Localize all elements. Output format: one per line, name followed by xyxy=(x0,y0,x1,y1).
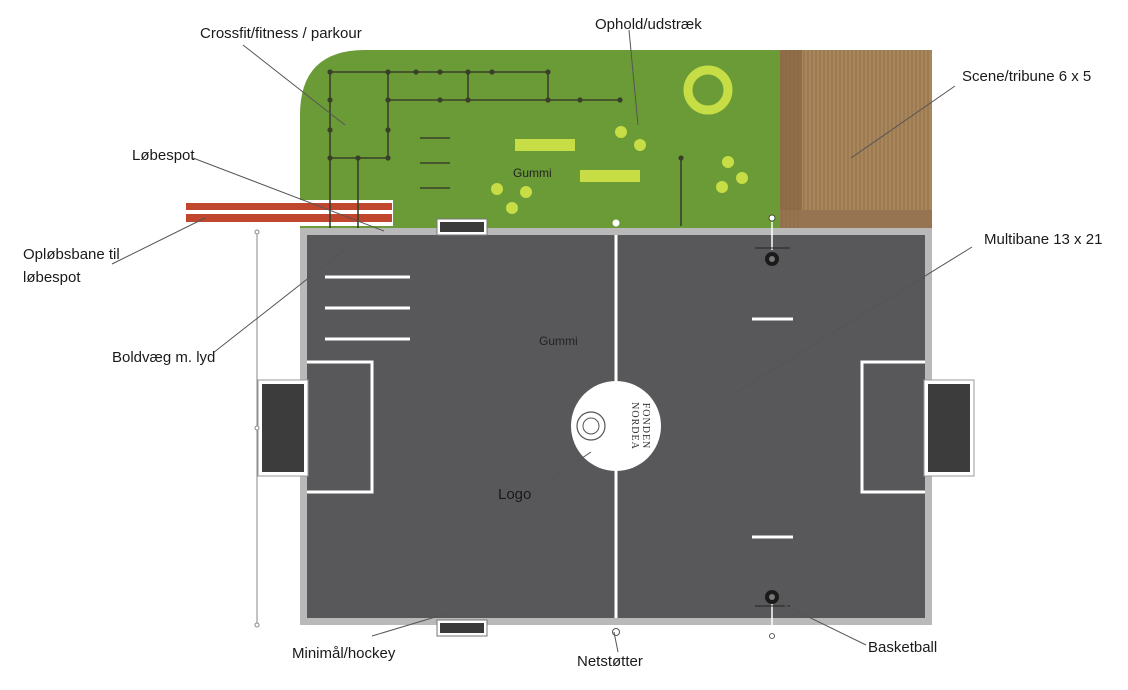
label-crossfit: Crossfit/fitness / parkour xyxy=(200,25,362,42)
label-boldvaeg: Boldvæg m. lyd xyxy=(112,349,215,366)
label-logo: Logo xyxy=(498,486,531,503)
net-post xyxy=(612,628,620,636)
lounge-elements xyxy=(491,65,776,227)
sports-emblem-icon xyxy=(576,411,606,441)
label-lobespot: Løbespot xyxy=(132,147,195,164)
label-ophold: Ophold/udstræk xyxy=(595,16,702,33)
label-basketball: Basketball xyxy=(868,639,937,656)
goal-left xyxy=(257,379,309,477)
label-oplobsbane-1: Opløbsbane til xyxy=(23,246,120,263)
stage-tribune xyxy=(780,50,932,233)
label-multibane: Multibane 13 x 21 xyxy=(984,231,1102,248)
surface-label-court: Gummi xyxy=(539,334,578,348)
basket-top xyxy=(755,222,790,266)
surface-label-top: Gummi xyxy=(513,166,552,180)
fitness-rig xyxy=(327,69,684,230)
label-scene: Scene/tribune 6 x 5 xyxy=(962,68,1091,85)
leader-lines xyxy=(111,29,973,653)
goal-right xyxy=(923,379,975,477)
logo-brand-line2: FONDEN xyxy=(640,403,651,450)
basket-bottom xyxy=(755,590,790,639)
label-minimal: Minimål/hockey xyxy=(292,645,396,662)
label-oplobsbane-2: løbespot xyxy=(23,269,81,286)
logo-brand-line1: NORDEA xyxy=(629,402,640,450)
label-netstotter: Netstøtter xyxy=(577,653,643,670)
dimension-line xyxy=(254,229,260,628)
center-logo: NORDEA FONDEN xyxy=(571,381,661,471)
